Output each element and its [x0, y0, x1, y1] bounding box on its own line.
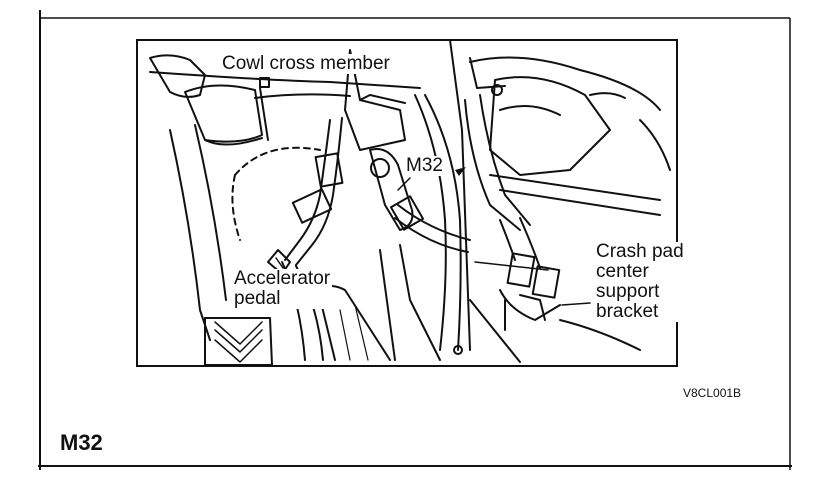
image-code: V8CL001B [683, 386, 742, 400]
label-connector-m32: M32 [404, 155, 445, 176]
label-accelerator-pedal: Accelerator pedal [232, 268, 333, 309]
page-border [38, 10, 792, 470]
m32-leader-arrow [455, 167, 466, 176]
label-crash-line1: Crash pad [594, 241, 686, 262]
label-accelerator-line2: pedal [232, 289, 333, 309]
label-crash-pad-bracket: Crash pad center support bracket [594, 242, 686, 322]
label-accelerator-line1: Accelerator [232, 268, 333, 289]
label-crash-line3: support [594, 282, 686, 302]
figure-id-label: M32 [60, 430, 103, 455]
label-crash-line2: center [594, 262, 686, 282]
label-cowl-cross-member: Cowl cross member [220, 53, 392, 74]
engine-bay-illustration [149, 39, 671, 366]
illustration-panel [136, 39, 678, 367]
label-crash-line4: bracket [594, 302, 686, 322]
